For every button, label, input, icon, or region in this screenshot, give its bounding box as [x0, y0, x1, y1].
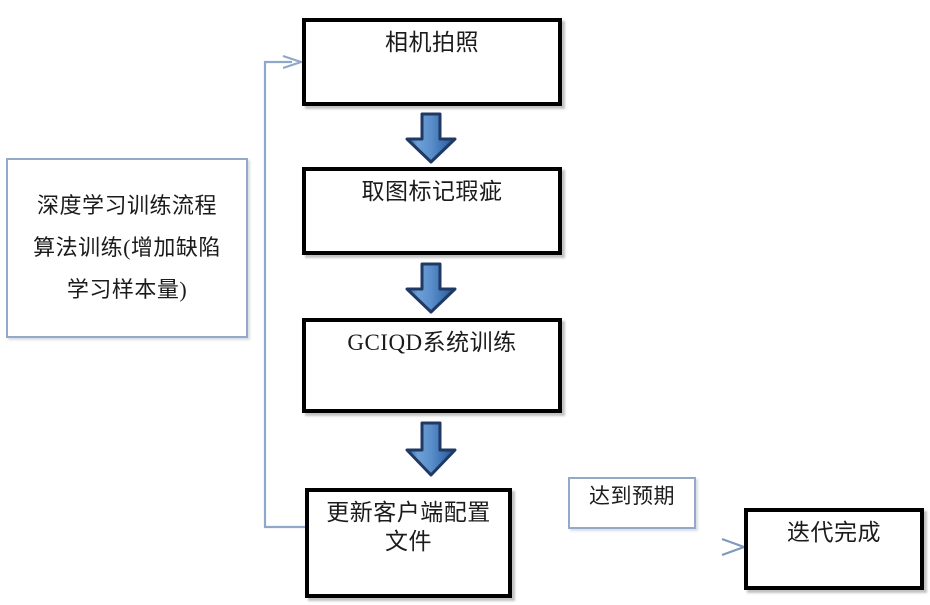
end-node-label: 迭代完成 — [787, 520, 881, 545]
down-block-arrow-2 — [403, 262, 459, 314]
feedback-loop-arrow — [263, 54, 305, 529]
step-camera-box[interactable]: 相机拍照 — [302, 18, 562, 106]
note-line-2: 算法训练(增加缺陷 学习样本量) — [33, 235, 221, 302]
right-arrow-to-done — [512, 537, 748, 557]
down-block-arrow-1 — [403, 112, 459, 164]
step-update-label: 更新客户端配置 文件 — [326, 500, 491, 555]
step-train-label: GCIQD系统训练 — [347, 330, 517, 355]
note-line-1: 深度学习训练流程 — [36, 193, 217, 219]
end-node-box[interactable]: 迭代完成 — [744, 508, 924, 590]
step-mark-box[interactable]: 取图标记瑕疵 — [302, 167, 562, 255]
down-block-arrow-3 — [403, 421, 459, 477]
step-camera-label: 相机拍照 — [385, 30, 479, 55]
training-process-note: 深度学习训练流程 算法训练(增加缺陷 学习样本量) — [6, 158, 248, 338]
condition-tag-label: 达到预期 — [589, 484, 675, 508]
step-train-box[interactable]: GCIQD系统训练 — [302, 318, 562, 413]
condition-tag-box: 达到预期 — [568, 477, 696, 529]
step-update-box[interactable]: 更新客户端配置 文件 — [305, 488, 512, 598]
step-mark-label: 取图标记瑕疵 — [361, 179, 503, 204]
